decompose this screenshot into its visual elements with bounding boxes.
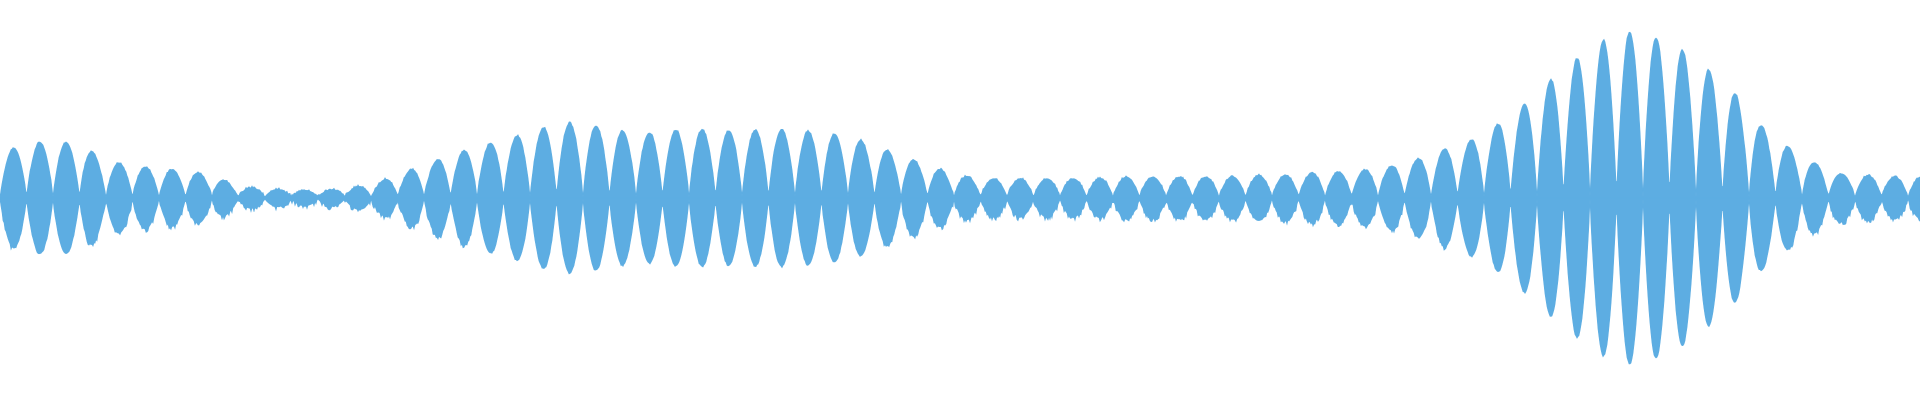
waveform-layer [0,31,1920,365]
